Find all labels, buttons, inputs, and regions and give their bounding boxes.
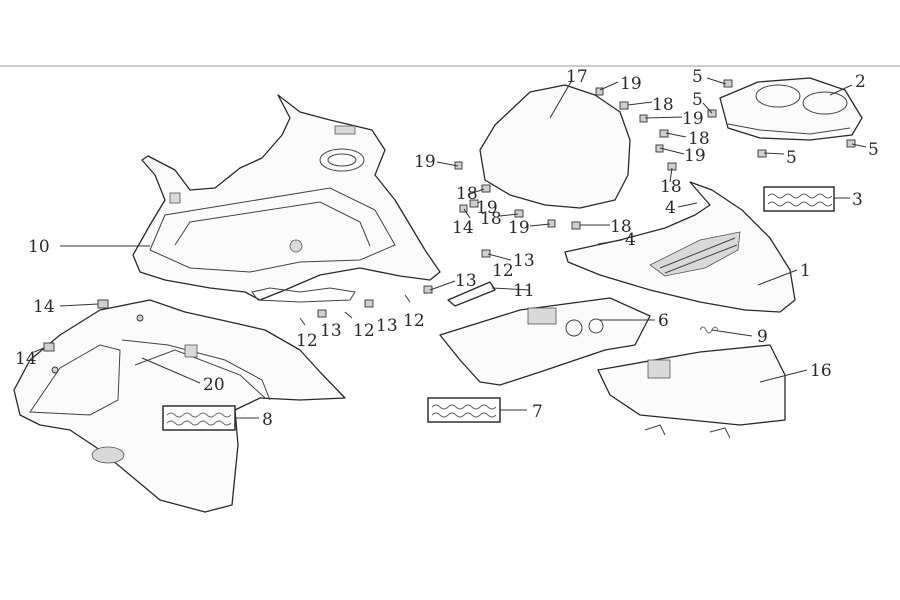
callout-19: 19 [682, 109, 704, 129]
callout-7: 7 [532, 402, 543, 422]
part-6-inner-panel [439, 297, 651, 386]
callout-18: 18 [688, 129, 710, 149]
callout-17: 17 [566, 67, 588, 87]
callout-2: 2 [855, 72, 866, 92]
callout-10: 10 [28, 237, 50, 257]
part-11-bracket [447, 281, 496, 307]
callout-12: 12 [296, 331, 318, 351]
callout-8: 9 [757, 327, 768, 347]
leader-lines [33, 77, 867, 419]
callout-5: 5 [692, 67, 703, 87]
part-8-spring-clip [699, 326, 719, 334]
callout-5: 5 [786, 148, 797, 168]
callout-20: 20 [203, 375, 225, 395]
callout-6: 6 [658, 311, 669, 331]
callout-12: 12 [492, 261, 514, 281]
part-2-instrument-cover [719, 77, 863, 141]
decal-7 [427, 397, 501, 423]
callout-11: 11 [513, 281, 535, 301]
callout-18: 18 [456, 184, 478, 204]
callout-13: 13 [376, 316, 398, 336]
hardware-fasteners [43, 79, 856, 352]
callout-4: 4 [665, 198, 676, 218]
callout-14: 14 [15, 349, 37, 369]
callout-19: 19 [508, 218, 530, 238]
callout-12: 12 [403, 311, 425, 331]
part-16-lower-panel [597, 344, 786, 439]
callout-4: 4 [625, 230, 636, 250]
callout-18: 18 [480, 209, 502, 229]
callout-19: 19 [620, 74, 642, 94]
callout-5: 5 [692, 90, 703, 110]
callout-18: 18 [610, 217, 632, 237]
callout-19: 19 [476, 198, 498, 218]
callout-9: 8 [262, 410, 273, 430]
callout-5: 5 [868, 140, 879, 160]
callout-13: 13 [320, 321, 342, 341]
part-17-windscreen [479, 84, 631, 209]
callout-19: 19 [684, 146, 706, 166]
callout-12: 12 [353, 321, 375, 341]
callout-18: 18 [652, 95, 674, 115]
decal-9 [162, 405, 236, 431]
part-10-upper-fairing [132, 94, 441, 303]
callout-19: 19 [414, 152, 436, 172]
callout-1: 1 [800, 261, 811, 281]
callout-labels: 17 19 18 19 18 19 18 5 5 5 5 2 3 4 4 1 1… [15, 67, 879, 430]
callout-3: 3 [852, 190, 863, 210]
decal-3 [763, 186, 835, 212]
callout-14: 14 [452, 218, 474, 238]
callout-16: 16 [810, 361, 832, 381]
part-1-front-nose-cowl [564, 181, 796, 313]
callout-13: 13 [513, 251, 535, 271]
callout-13: 13 [455, 271, 477, 291]
callout-14: 14 [33, 297, 55, 317]
callout-18: 18 [660, 177, 682, 197]
